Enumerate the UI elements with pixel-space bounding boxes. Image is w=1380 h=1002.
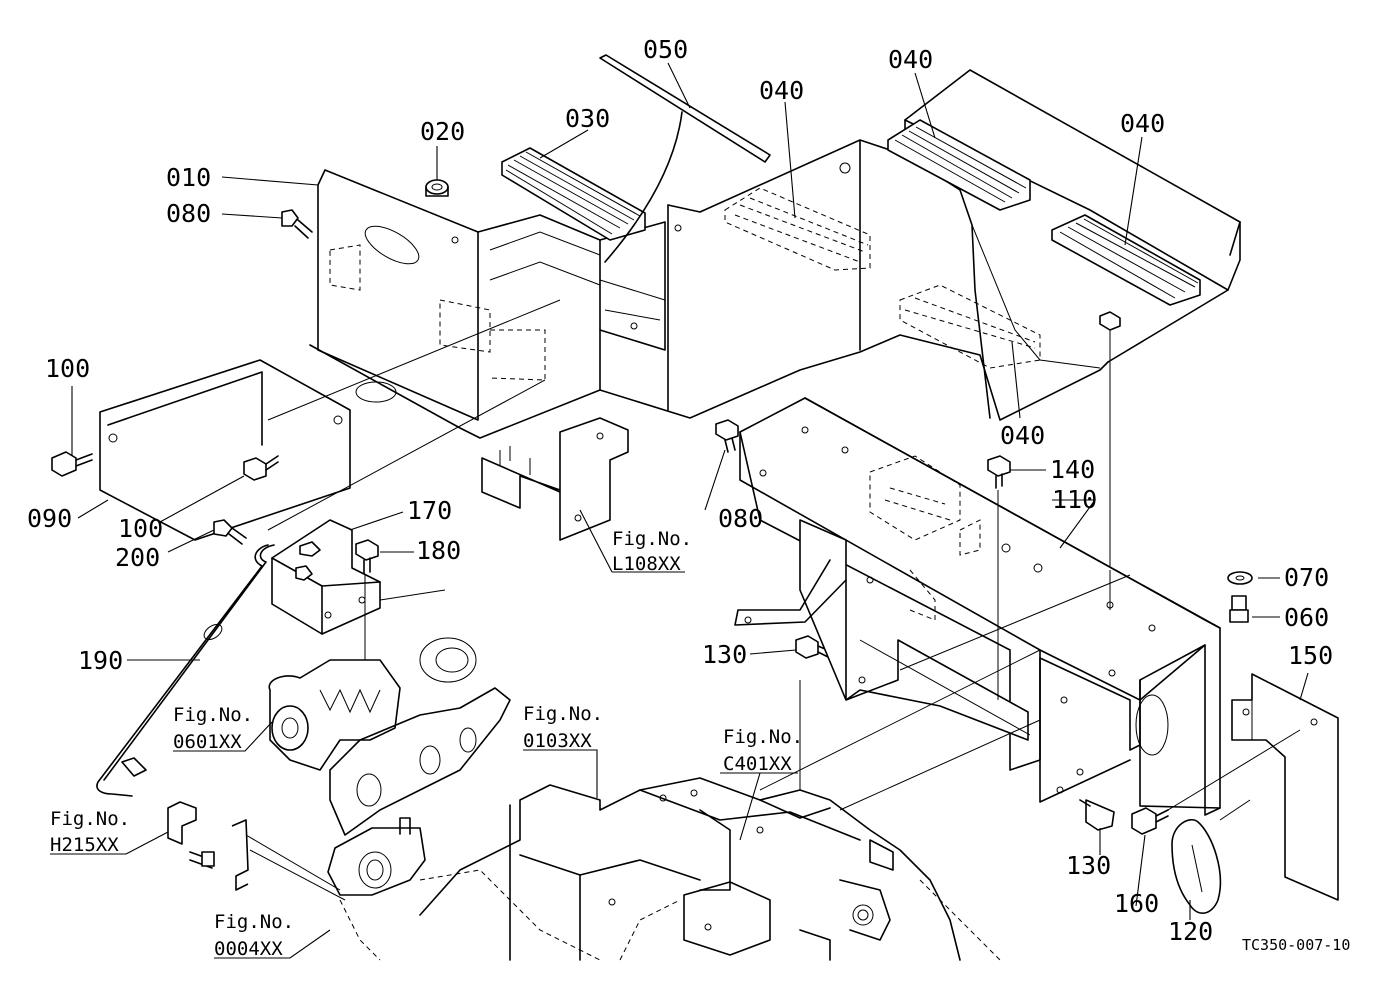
label-060: 060	[1284, 603, 1329, 632]
grommet-plate-120	[1171, 819, 1222, 914]
label-160: 160	[1114, 889, 1159, 918]
fig-c401-code: C401XX	[723, 753, 792, 775]
bolt-080-mid	[715, 419, 739, 453]
drawing-code: TC350-007-10	[1242, 936, 1350, 954]
fig-0601-code: 0601XX	[173, 731, 242, 753]
label-070: 070	[1284, 563, 1329, 592]
label-150: 150	[1288, 641, 1333, 670]
bolt-100-left	[51, 451, 93, 477]
bolt-160	[1131, 807, 1169, 835]
label-050: 050	[643, 35, 688, 64]
grommet-020	[425, 179, 449, 197]
label-080-mid: 080	[718, 504, 763, 533]
rod-190	[96, 544, 275, 797]
label-040-b: 040	[888, 45, 933, 74]
mat-040-top	[887, 119, 1031, 211]
label-040-d: 040	[1000, 421, 1045, 450]
mat-030	[501, 147, 646, 241]
washer-070	[1227, 571, 1253, 585]
part-labels: 010 080 020 030 050 040 040 040 040 100 …	[27, 35, 1333, 946]
label-130-lower: 130	[1066, 851, 1111, 880]
bolt-100-right	[243, 455, 279, 481]
fig-0601-title: Fig.No.	[173, 704, 253, 726]
fig-l108-title: Fig.No.	[612, 528, 692, 550]
label-090: 090	[27, 504, 72, 533]
label-140: 140	[1050, 455, 1095, 484]
fig-0004-code: 0004XX	[214, 938, 283, 960]
label-190: 190	[78, 646, 123, 675]
fig-h215-code: H215XX	[50, 834, 119, 856]
engine-manifold-0601	[268, 637, 511, 836]
bolt-140	[987, 455, 1011, 489]
bracket-l108	[481, 417, 629, 541]
mat-040-dotted	[724, 187, 1041, 369]
nut-060	[1229, 595, 1249, 623]
label-200: 200	[115, 543, 160, 572]
label-040-c: 040	[1120, 109, 1165, 138]
engine-block-0103	[419, 777, 1001, 961]
fig-h215-title: Fig.No.	[50, 808, 130, 830]
figure-refs: Fig.No. L108XX Fig.No. 0601XX Fig.No. 01…	[50, 528, 803, 960]
bolt-080-left	[281, 209, 313, 239]
label-120: 120	[1168, 917, 1213, 946]
label-040-a: 040	[759, 76, 804, 105]
label-170: 170	[407, 496, 452, 525]
label-010: 010	[166, 163, 211, 192]
label-100-right: 100	[118, 514, 163, 543]
fig-0103-title: Fig.No.	[523, 703, 603, 725]
label-020: 020	[420, 117, 465, 146]
bracket-170	[271, 519, 381, 635]
fig-0103-code: 0103XX	[523, 730, 592, 752]
engine-water-flange	[327, 817, 426, 961]
connector-lines	[245, 299, 1301, 901]
label-180: 180	[416, 536, 461, 565]
clamp-h215	[167, 801, 249, 891]
fig-c401-title: Fig.No.	[723, 726, 803, 748]
fig-0004-title: Fig.No.	[214, 911, 294, 933]
label-030: 030	[565, 104, 610, 133]
nut-top	[1099, 311, 1121, 570]
label-080-left: 080	[166, 199, 211, 228]
leader-lines	[50, 62, 1309, 959]
fig-l108-code: L108XX	[612, 553, 681, 575]
label-100-left: 100	[45, 354, 90, 383]
bolt-130-lower	[1079, 799, 1115, 831]
cover-plate-150	[1231, 673, 1339, 901]
mat-040-right	[1051, 214, 1201, 306]
bolt-200	[213, 519, 247, 545]
bolt-180	[355, 539, 379, 575]
label-110: 110	[1052, 485, 1097, 514]
side-plate-090	[99, 359, 351, 541]
rod-050	[599, 54, 771, 263]
label-130-upper: 130	[702, 640, 747, 669]
